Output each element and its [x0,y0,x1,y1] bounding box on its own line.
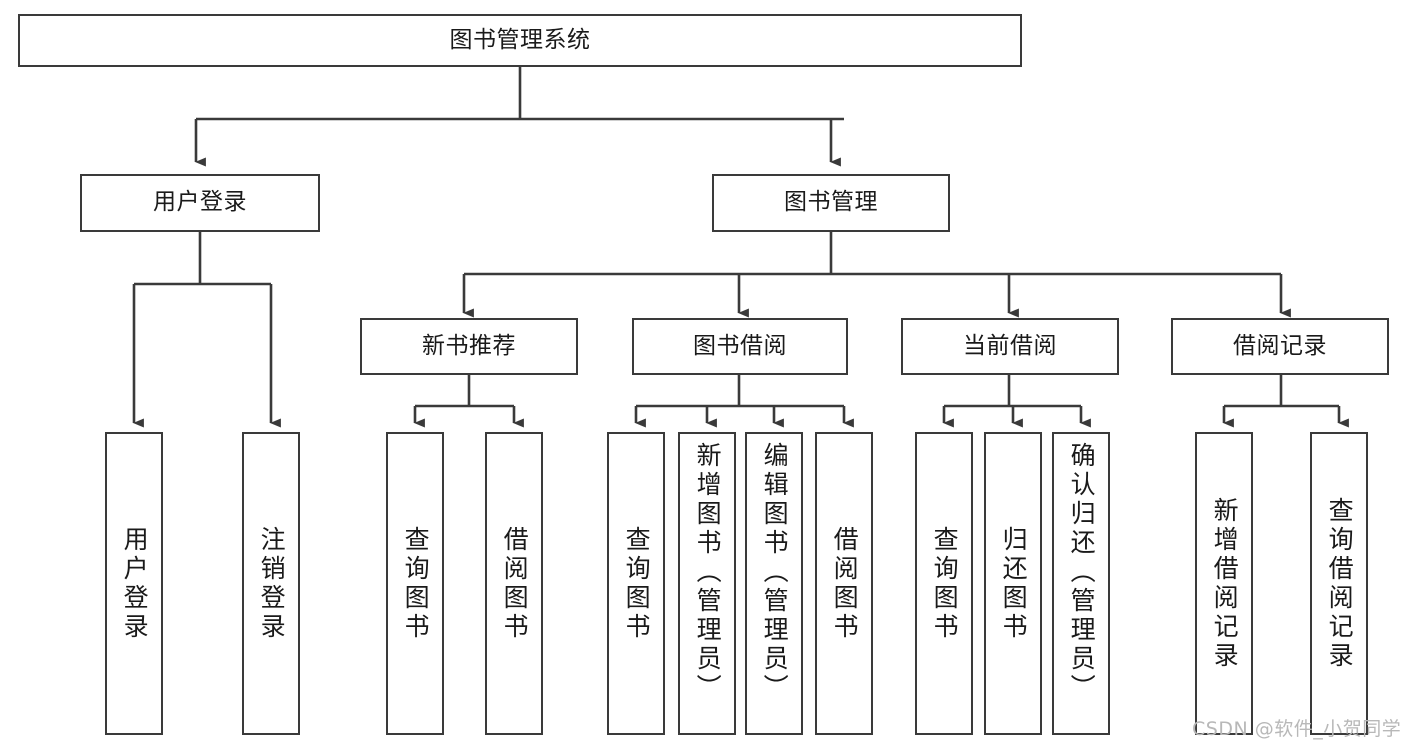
node-current-borrow[interactable]: 当前借阅 [901,318,1119,375]
leaf-logout-login[interactable]: 注销登录 [242,432,300,735]
node-label: 查询图书 [930,525,960,642]
node-label: 用户登录 [153,189,247,216]
node-user-login[interactable]: 用户登录 [80,174,320,232]
csdn-watermark: CSDN @软件_小贺同学 [1192,718,1402,740]
leaf-query-borrow-record[interactable]: 查询借阅记录 [1310,432,1368,735]
node-book-management[interactable]: 图书管理 [712,174,950,232]
node-label: 编辑图书（管理员） [760,442,790,703]
node-label: 新增图书（管理员） [693,442,723,703]
leaf-query-book-current[interactable]: 查询图书 [915,432,973,735]
node-label: 归还图书 [999,525,1029,642]
node-label: 确认归还（管理员） [1067,442,1097,703]
leaf-edit-book-admin[interactable]: 编辑图书（管理员） [745,432,803,735]
leaf-confirm-return-admin[interactable]: 确认归还（管理员） [1052,432,1110,735]
node-label: 当前借阅 [963,332,1057,359]
node-label: 新增借阅记录 [1210,496,1240,671]
node-label: 图书管理系统 [449,26,591,53]
leaf-add-book-admin[interactable]: 新增图书（管理员） [678,432,736,735]
node-label: 借阅图书 [830,525,860,642]
node-new-book-recommend[interactable]: 新书推荐 [360,318,578,375]
node-book-borrow[interactable]: 图书借阅 [632,318,848,375]
node-label: 新书推荐 [422,332,516,359]
leaf-add-borrow-record[interactable]: 新增借阅记录 [1195,432,1253,735]
node-label: 借阅记录 [1233,332,1327,359]
node-label: 用户登录 [120,525,150,642]
leaf-borrow-book[interactable]: 借阅图书 [815,432,873,735]
node-root-system[interactable]: 图书管理系统 [18,14,1022,67]
node-label: 查询借阅记录 [1325,496,1355,671]
leaf-query-book-recommend[interactable]: 查询图书 [386,432,444,735]
leaf-query-book-borrow[interactable]: 查询图书 [607,432,665,735]
leaf-borrow-book-recommend[interactable]: 借阅图书 [485,432,543,735]
node-label: 借阅图书 [500,525,530,642]
node-borrow-record[interactable]: 借阅记录 [1171,318,1389,375]
node-label: 查询图书 [622,525,652,642]
node-label: 查询图书 [401,525,431,642]
leaf-user-login[interactable]: 用户登录 [105,432,163,735]
node-label: 图书借阅 [693,332,787,359]
node-label: 图书管理 [784,189,878,216]
leaf-return-book[interactable]: 归还图书 [984,432,1042,735]
node-label: 注销登录 [257,525,287,642]
